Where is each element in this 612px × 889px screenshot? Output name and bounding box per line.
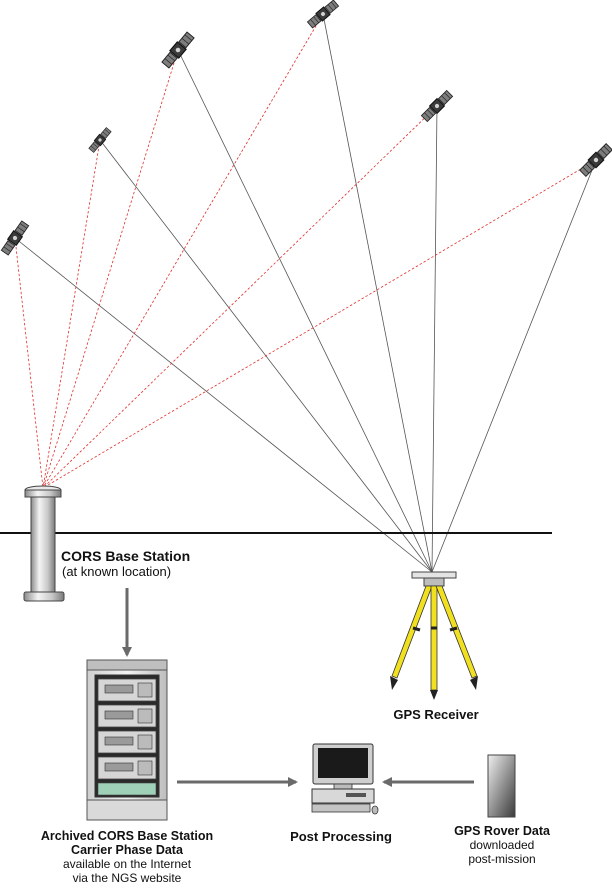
archive-title-line1: Archived CORS Base Station bbox=[40, 829, 214, 843]
signal-line-sat2-cors bbox=[42, 139, 101, 489]
cors-station-label: CORS Base Station (at known location) bbox=[61, 548, 190, 579]
gps-receiver-label: GPS Receiver bbox=[393, 707, 479, 722]
cors-pillar-icon bbox=[23, 485, 65, 602]
signal-line-sat4-receiver bbox=[322, 13, 433, 573]
tripod-icon bbox=[390, 571, 478, 700]
server-rack-icon bbox=[86, 659, 168, 821]
signal-line-sat1-receiver bbox=[14, 237, 433, 573]
signal-line-sat6-receiver bbox=[431, 159, 597, 573]
satellite-icon bbox=[160, 30, 196, 70]
post-processing-label: Post Processing bbox=[290, 829, 392, 844]
receiver-signal-lines bbox=[14, 13, 597, 573]
archive-detail-line2: via the NGS website bbox=[72, 871, 182, 885]
rover-title: GPS Rover Data bbox=[454, 824, 550, 838]
rover-unit-icon bbox=[487, 754, 516, 818]
computer-icon bbox=[311, 743, 379, 815]
signal-line-sat1-cors bbox=[14, 237, 44, 489]
cors-signal-lines bbox=[14, 13, 597, 489]
signal-line-sat5-receiver bbox=[431, 105, 438, 573]
archive-title-line2: Carrier Phase Data bbox=[71, 843, 183, 857]
rover-detail-line2: post-mission bbox=[468, 852, 536, 866]
signal-line-sat3-receiver bbox=[177, 49, 433, 573]
cors-station-title: CORS Base Station bbox=[61, 548, 191, 564]
signal-line-sat6-cors bbox=[42, 159, 597, 489]
rover-label: GPS Rover Data downloaded post-mission bbox=[454, 824, 550, 866]
satellite-icon bbox=[87, 126, 113, 154]
satellite-icon bbox=[578, 142, 612, 178]
archive-label: Archived CORS Base Station Carrier Phase… bbox=[41, 829, 213, 885]
signal-line-sat4-cors bbox=[42, 13, 324, 489]
archive-detail-line1: available on the Internet bbox=[62, 857, 192, 871]
satellite-icon bbox=[306, 0, 340, 30]
rover-detail-line1: downloaded bbox=[469, 838, 535, 852]
satellite-icon bbox=[0, 219, 31, 257]
cors-station-subtitle: (at known location) bbox=[62, 564, 172, 579]
signal-line-sat5-cors bbox=[42, 105, 438, 489]
